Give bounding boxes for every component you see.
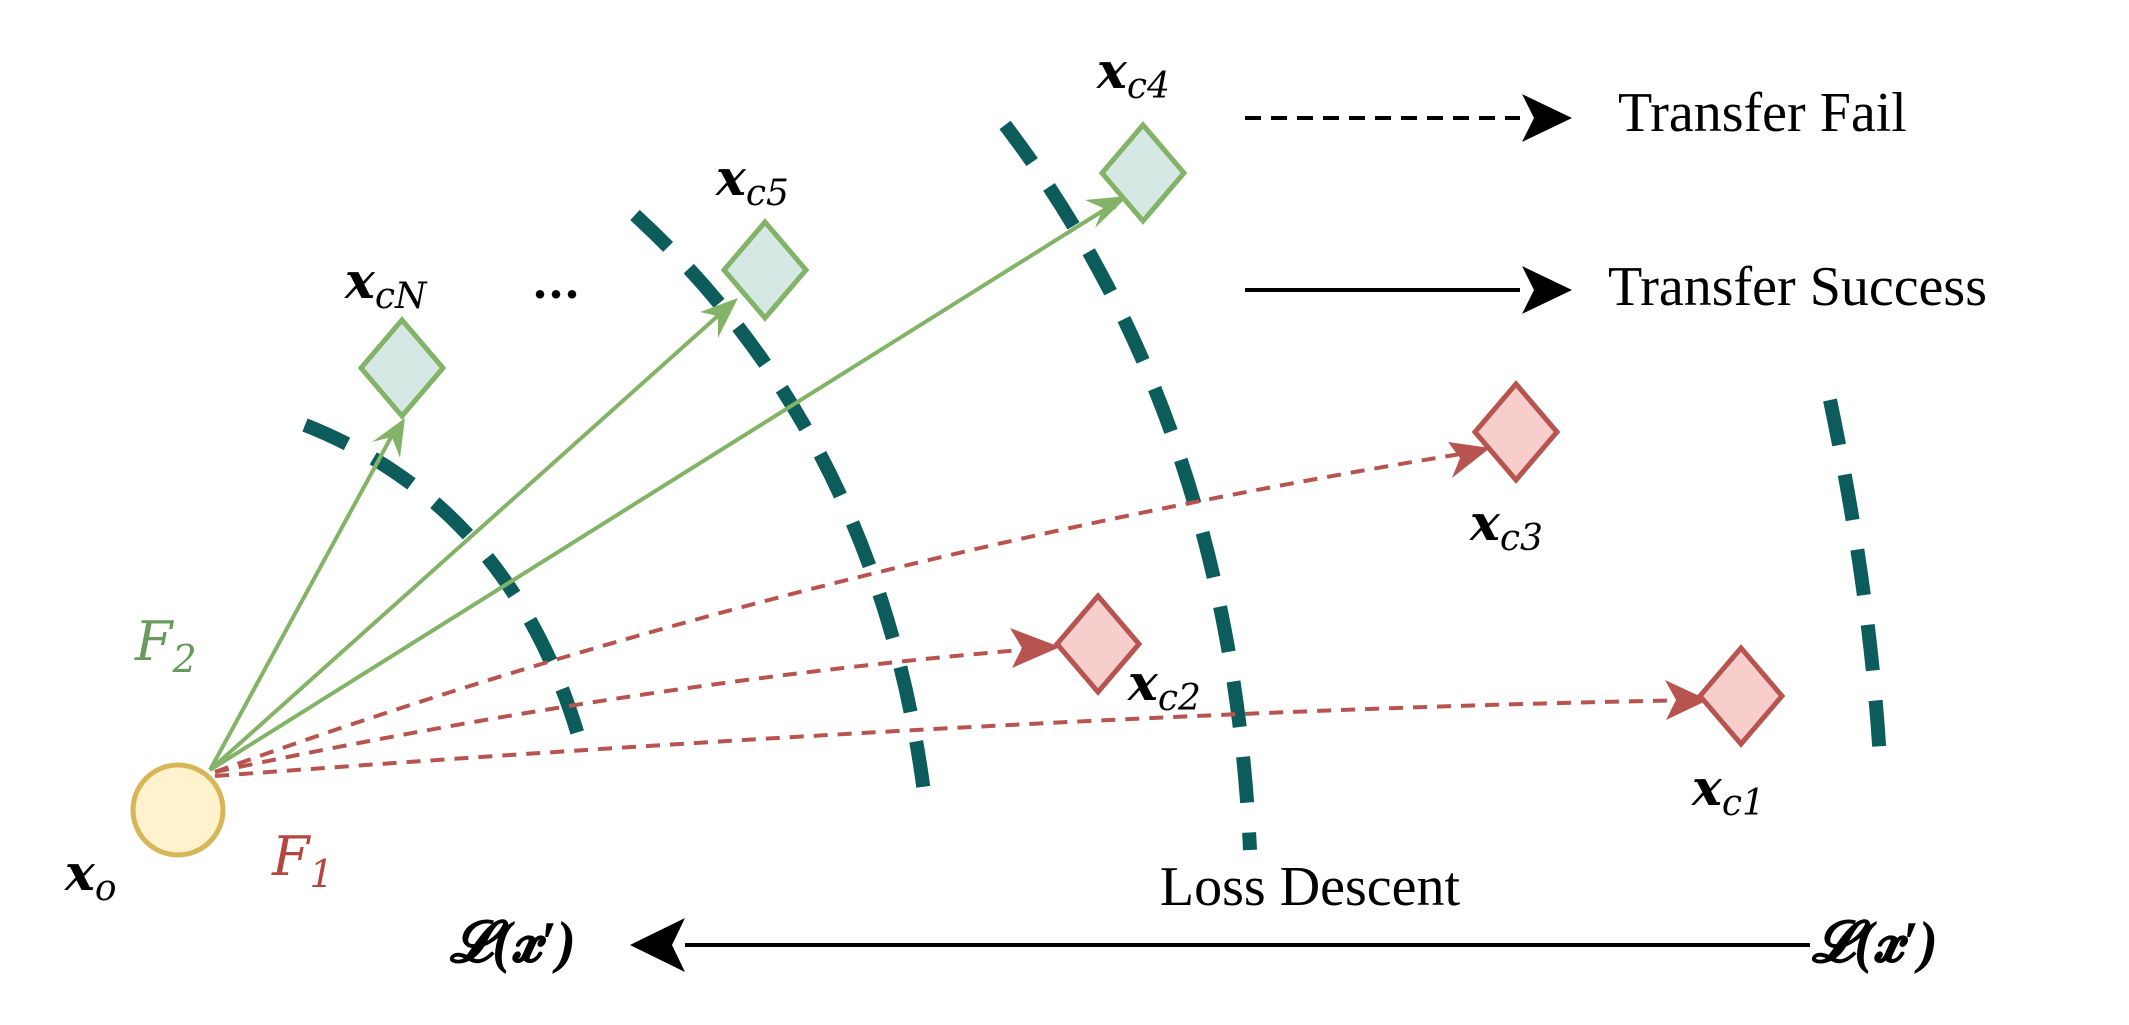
arrowhead-c1 [1665, 680, 1708, 720]
contour-1 [302, 418, 592, 762]
arrowhead-c5 [700, 298, 738, 338]
success-arrows [208, 198, 1122, 772]
contour-2 [630, 209, 932, 801]
legend-fail-label: Transfer Fail [1618, 82, 1907, 144]
arrow-to-cN [208, 428, 397, 771]
fail-arrows [214, 448, 1701, 778]
arrowhead-c4 [1085, 196, 1128, 228]
arrow-to-c2 [214, 646, 1046, 774]
label-c3: xc3 [1469, 493, 1543, 559]
origin-node [130, 762, 226, 858]
contour-4 [1823, 398, 1887, 761]
label-f2: F2 [134, 610, 197, 681]
legend: Transfer Fail Transfer Success [1245, 82, 1987, 318]
loss-caption: Loss Descent [1160, 856, 1461, 918]
label-origin: xo [64, 843, 117, 909]
success-arrowheads [372, 196, 1128, 458]
label-c4: xc4 [1096, 41, 1170, 107]
loss-axis-arrowhead [630, 918, 685, 972]
fail-diamonds [1053, 380, 1786, 748]
label-c2: xc2 [1127, 653, 1201, 719]
success-diamonds [357, 121, 1188, 420]
arrowhead-c3 [1448, 442, 1490, 478]
loss-axis: 𝓛(𝒙′) 𝓛(𝒙′) Loss Descent [449, 856, 1938, 974]
label-c5: xc5 [715, 148, 789, 214]
arrowhead-cN [372, 418, 405, 458]
loss-right-label: 𝓛(𝒙′) [1811, 909, 1938, 974]
ellipsis-label: ... [532, 255, 580, 309]
diamond-c1 [1696, 644, 1786, 748]
arrow-to-c4 [208, 198, 1122, 772]
diamond-c4 [1098, 121, 1188, 225]
loss-contours [302, 120, 1887, 851]
arrow-to-c3 [214, 448, 1486, 774]
legend-fail-arrowhead [1522, 94, 1572, 142]
arrow-to-c5 [208, 303, 732, 772]
diamond-c5 [720, 218, 810, 322]
label-c1: xc1 [1691, 758, 1765, 824]
arrowhead-c2 [1010, 628, 1060, 668]
label-f1: F1 [271, 825, 334, 896]
diamond-cN [357, 316, 447, 420]
diamond-c2 [1053, 592, 1143, 696]
legend-success-arrowhead [1522, 266, 1572, 314]
diamond-c3 [1471, 380, 1561, 484]
fail-arrowheads [1010, 442, 1708, 720]
contour-3 [999, 120, 1257, 851]
legend-success-label: Transfer Success [1608, 256, 1987, 318]
arrow-to-c1 [214, 698, 1701, 778]
label-cN: xcN [344, 251, 428, 317]
loss-left-label: 𝓛(𝒙′) [449, 909, 576, 974]
